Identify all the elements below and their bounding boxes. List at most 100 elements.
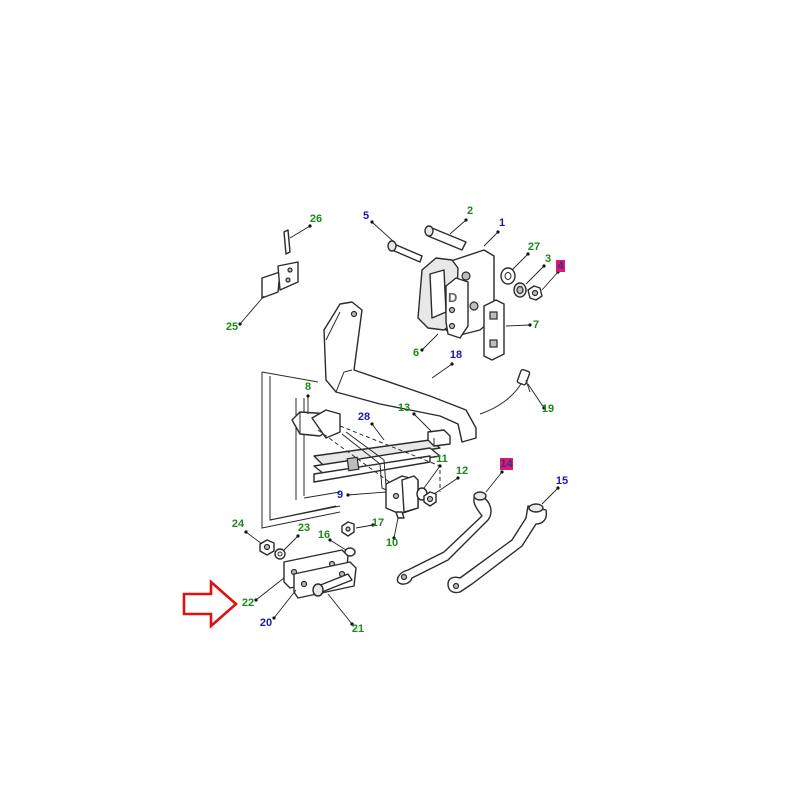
leader-dot-7 [528,323,532,327]
leader-dot-1 [496,230,500,234]
leader-line-9 [347,491,387,496]
callout-label-19: 19 [542,403,554,415]
callout-label-8: 8 [305,381,311,393]
leader-line-20 [273,589,297,619]
slider-block-part-13 [427,429,451,447]
red-pointer-arrow [182,579,238,629]
leader-lines [238,218,560,626]
bracket-part-8 [291,409,341,439]
callout-label-26: 26 [310,213,322,225]
leader-dot-3 [542,264,546,268]
leader-line-10 [393,517,399,539]
handle-lever-part-18 [323,301,477,443]
leader-line-26 [289,225,311,239]
leader-dot-15 [556,486,560,490]
leader-line-14 [485,471,503,493]
dashed-reference-lines [317,425,441,492]
washer-part-27 [500,267,516,285]
leader-line-22 [255,577,285,601]
callout-label-17: 17 [372,517,384,529]
leader-line-15 [541,487,559,505]
pin-part-26 [283,229,291,255]
leader-dot-10 [392,536,396,540]
leader-line-1 [483,231,499,247]
leader-dot-19 [542,406,546,410]
leader-dot-27 [526,252,530,256]
bolt-part-2 [424,225,467,251]
lock-bracket-part-10 [385,475,419,519]
callout-label-4: 4 [557,260,564,272]
leader-line-17 [355,524,374,529]
door-frame [261,371,341,529]
gasket-part-7 [483,299,505,361]
callout-label-2: 2 [467,205,473,217]
nut-part-24 [259,539,275,556]
callout-highlight-4 [556,260,565,272]
leader-line-25 [239,295,265,325]
callout-label-3: 3 [545,253,551,265]
callout-label-13: 13 [398,402,410,414]
callout-label-10: 10 [386,537,398,549]
callout-label-16: 16 [318,529,330,541]
callout-label-14: 14 [500,458,513,470]
callout-label-11: 11 [436,453,448,465]
leader-dot-28 [370,422,374,426]
hinge-leaf-part-6: D [445,277,469,339]
bracket-part-25 [261,261,299,299]
leader-dot-11 [438,464,442,468]
leader-line-28 [371,423,385,441]
callout-label-20: 20 [260,617,272,629]
callout-label-1: 1 [499,217,505,229]
callout-label-6: 6 [413,347,419,359]
leader-line-16 [329,539,347,551]
leader-dot-14 [500,470,504,474]
leader-dot-24 [244,530,248,534]
callout-label-9: 9 [337,489,343,501]
callout-label-7: 7 [533,319,539,331]
washer-part-23 [274,548,286,560]
leader-dot-2 [464,218,468,222]
leader-dot-23 [296,534,300,538]
leader-dot-5 [370,220,374,224]
nut-part-4 [527,285,543,301]
callout-label-22: 22 [242,597,254,609]
leader-dot-12 [456,476,460,480]
leader-dot-25 [238,322,242,326]
nut-part-17 [341,521,355,537]
callout-label-15: 15 [556,475,568,487]
leader-line-6 [421,333,439,351]
leader-dot-6 [420,348,424,352]
leader-line-13 [413,413,433,433]
leader-line-12 [433,477,459,495]
striker-pin-part-21 [312,573,353,597]
callout-label-27: 27 [528,241,540,253]
leader-line-7 [505,324,531,327]
leader-line-23 [283,535,299,551]
callout-label-5: 5 [363,210,369,222]
callout-label-24: 24 [232,518,245,530]
leader-dot-13 [412,412,416,416]
nut-part-3 [513,282,527,298]
bolt-part-19 [479,368,531,415]
leader-line-18 [431,363,453,379]
leader-dot-26 [308,224,312,228]
leader-line-2 [449,219,467,235]
leader-dot-8 [306,394,310,398]
nut-part-12 [423,491,437,507]
link-rod-part-15 [447,503,548,594]
callout-label-12: 12 [456,465,468,477]
leader-line-3 [525,265,545,285]
leader-dot-17 [371,523,375,527]
leader-dot-9 [346,493,350,497]
part-stamp-letter: D [448,290,457,305]
leader-dot-21 [350,622,354,626]
callout-label-21: 21 [352,623,364,635]
leader-line-21 [327,593,353,625]
leader-line-27 [511,253,529,271]
leader-dot-22 [254,598,258,602]
callout-label-25: 25 [226,321,238,333]
link-rod-part-14 [396,491,492,585]
leader-line-19 [527,383,545,409]
